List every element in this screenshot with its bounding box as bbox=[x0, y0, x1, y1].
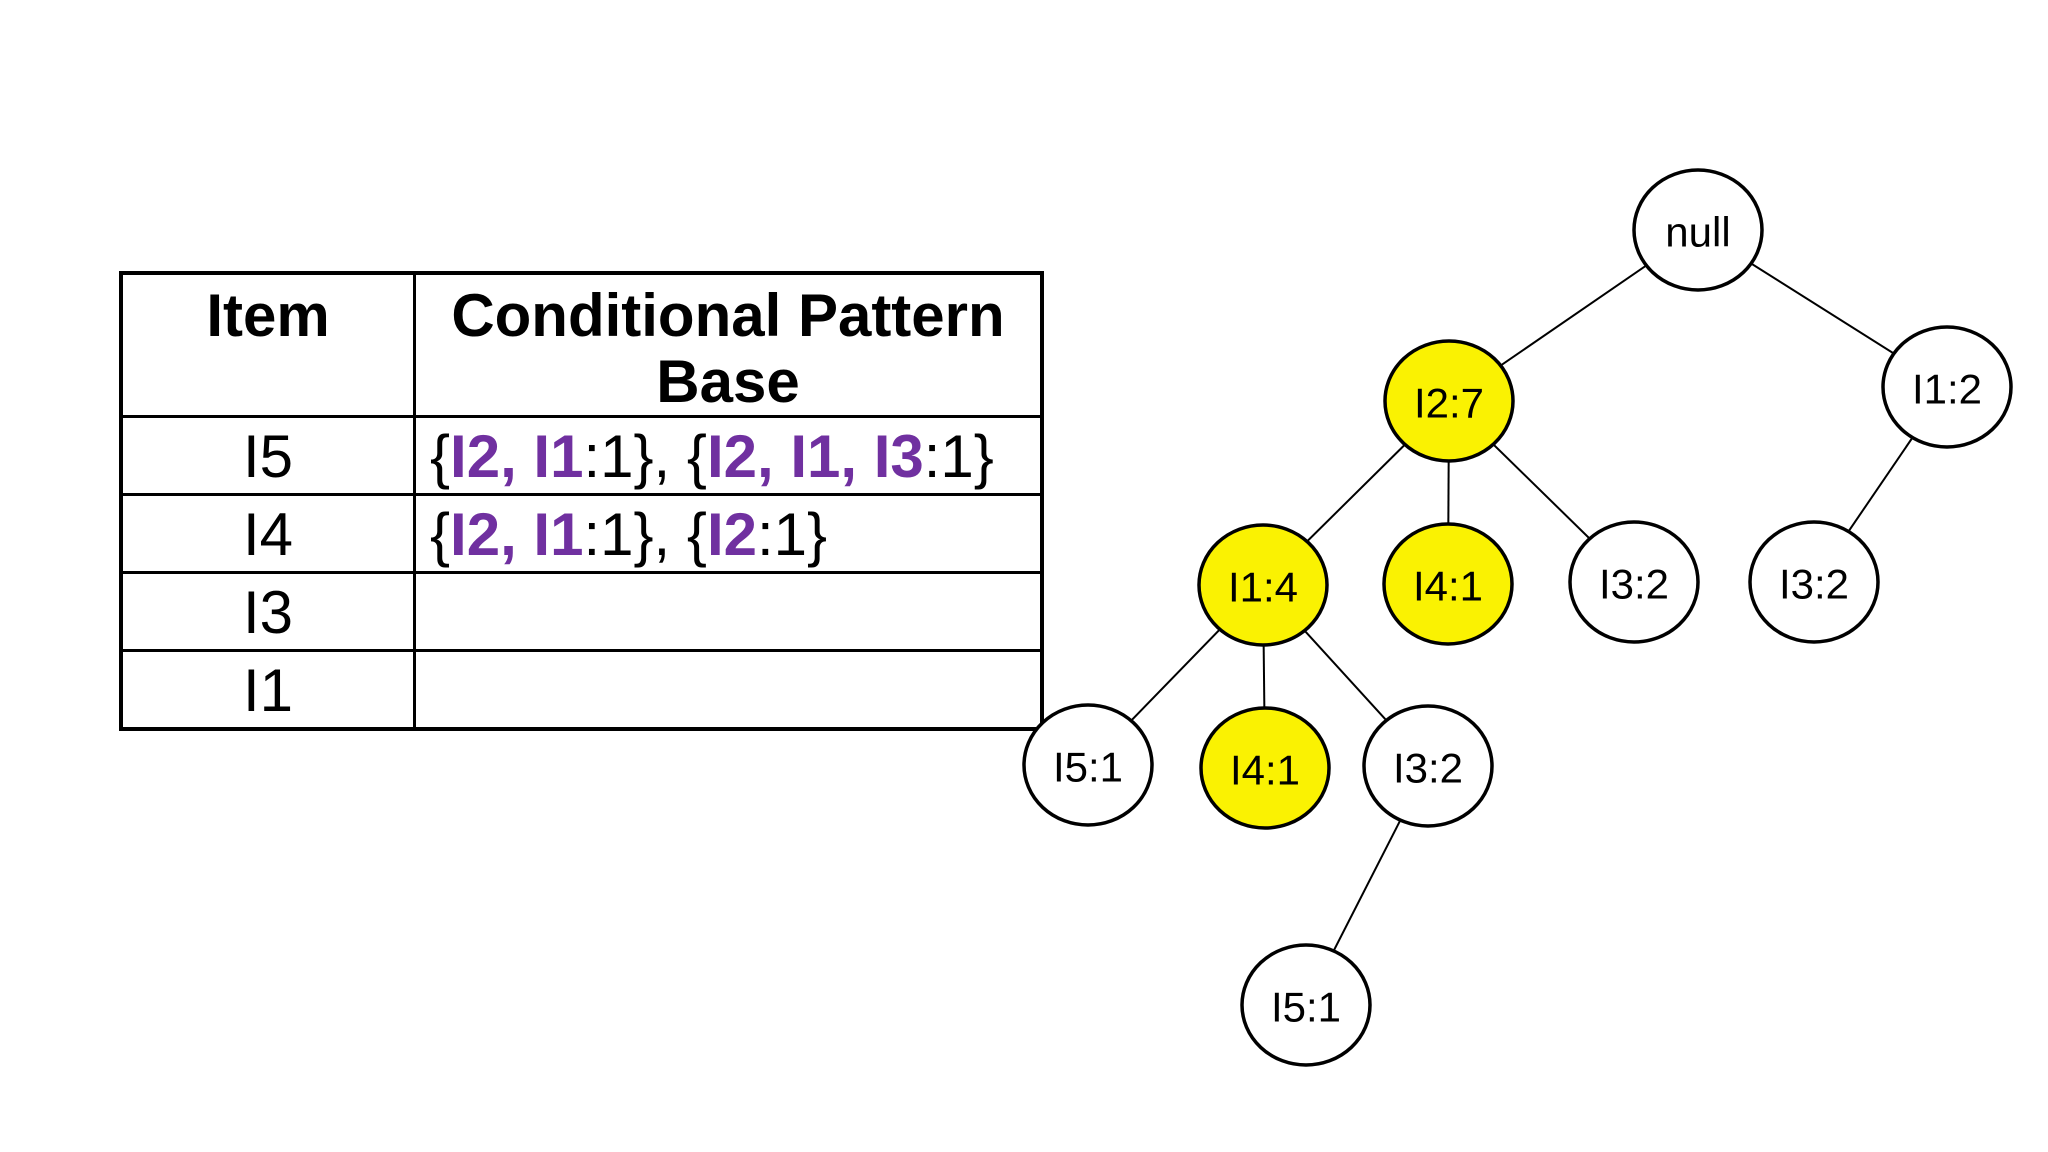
pattern-segment: :1} bbox=[756, 501, 828, 568]
item-cell: I3 bbox=[119, 571, 416, 652]
node-circle bbox=[1022, 703, 1154, 827]
node-circle bbox=[1632, 168, 1764, 292]
node-label: I1:4 bbox=[1228, 564, 1298, 611]
pattern-cell bbox=[413, 649, 1044, 730]
node-circle bbox=[1568, 520, 1700, 644]
pattern-segment: I2, I1 bbox=[450, 423, 584, 490]
pattern-segment: :1}, { bbox=[583, 501, 707, 568]
node-label: null bbox=[1665, 209, 1730, 256]
node-label: I1:2 bbox=[1912, 366, 1982, 413]
tree-node-i3-2-lower: I3:2 bbox=[1362, 704, 1494, 828]
node-circle bbox=[1240, 943, 1372, 1067]
pattern-segment: :1}, { bbox=[583, 423, 707, 490]
node-label: I2:7 bbox=[1414, 380, 1484, 427]
tree-node-i2-7: I2:7 bbox=[1383, 339, 1515, 463]
node-label: I3:2 bbox=[1393, 745, 1463, 792]
tree-node-null: null bbox=[1632, 168, 1764, 292]
node-circle bbox=[1383, 339, 1515, 463]
node-circle bbox=[1199, 706, 1331, 830]
table-row: I1 bbox=[119, 649, 1044, 730]
tree-node-i4-1-mid: I4:1 bbox=[1382, 522, 1514, 646]
pattern-segment: I2, I1 bbox=[450, 501, 584, 568]
node-circle bbox=[1881, 325, 2013, 449]
header-item: Item bbox=[119, 271, 416, 418]
node-circle bbox=[1362, 704, 1494, 828]
pattern-cell: {I2, I1:1}, {I2, I1, I3:1} bbox=[413, 415, 1044, 496]
node-label: I4:1 bbox=[1413, 563, 1483, 610]
node-label: I3:2 bbox=[1779, 561, 1849, 608]
item-cell: I5 bbox=[119, 415, 416, 496]
pattern-segment: :1} bbox=[923, 423, 994, 490]
conditional-pattern-base-table: Item Conditional Pattern Base I5 {I2, I1… bbox=[119, 271, 1044, 731]
node-label: I3:2 bbox=[1599, 561, 1669, 608]
pattern-segment: { bbox=[430, 423, 451, 490]
pattern-segment: { bbox=[430, 501, 451, 568]
pattern-segment: I2, I1, I3 bbox=[706, 423, 924, 490]
tree-nodes: null I2:7 I1:2 I1:4 I4:1 I3:2 bbox=[1022, 168, 2013, 1067]
item-cell: I4 bbox=[119, 493, 416, 574]
pattern-cell bbox=[413, 571, 1044, 652]
table-row: I5 {I2, I1:1}, {I2, I1, I3:1} bbox=[119, 415, 1044, 496]
pattern-segment: I2 bbox=[706, 501, 757, 568]
node-circle bbox=[1748, 520, 1880, 644]
item-cell: I1 bbox=[119, 649, 416, 730]
node-label: I5:1 bbox=[1271, 984, 1341, 1031]
node-circle bbox=[1197, 523, 1329, 647]
tree-node-i3-2-right: I3:2 bbox=[1748, 520, 1880, 644]
table-header: Item Conditional Pattern Base bbox=[119, 271, 1044, 418]
table-row: I4 {I2, I1:1}, {I2:1} bbox=[119, 493, 1044, 574]
node-label: I4:1 bbox=[1230, 747, 1300, 794]
tree-node-i1-4: I1:4 bbox=[1197, 523, 1329, 647]
node-circle bbox=[1382, 522, 1514, 646]
tree-node-i5-1-left: I5:1 bbox=[1022, 703, 1154, 827]
pattern-cell: {I2, I1:1}, {I2:1} bbox=[413, 493, 1044, 574]
tree-node-i3-2-mid: I3:2 bbox=[1568, 520, 1700, 644]
header-conditional-pattern-base: Conditional Pattern Base bbox=[413, 271, 1044, 418]
node-label: I5:1 bbox=[1053, 744, 1123, 791]
table-row: I3 bbox=[119, 571, 1044, 652]
tree-node-i4-1-lower: I4:1 bbox=[1199, 706, 1331, 830]
tree-node-i5-1-bottom: I5:1 bbox=[1240, 943, 1372, 1067]
tree-node-i1-2: I1:2 bbox=[1881, 325, 2013, 449]
